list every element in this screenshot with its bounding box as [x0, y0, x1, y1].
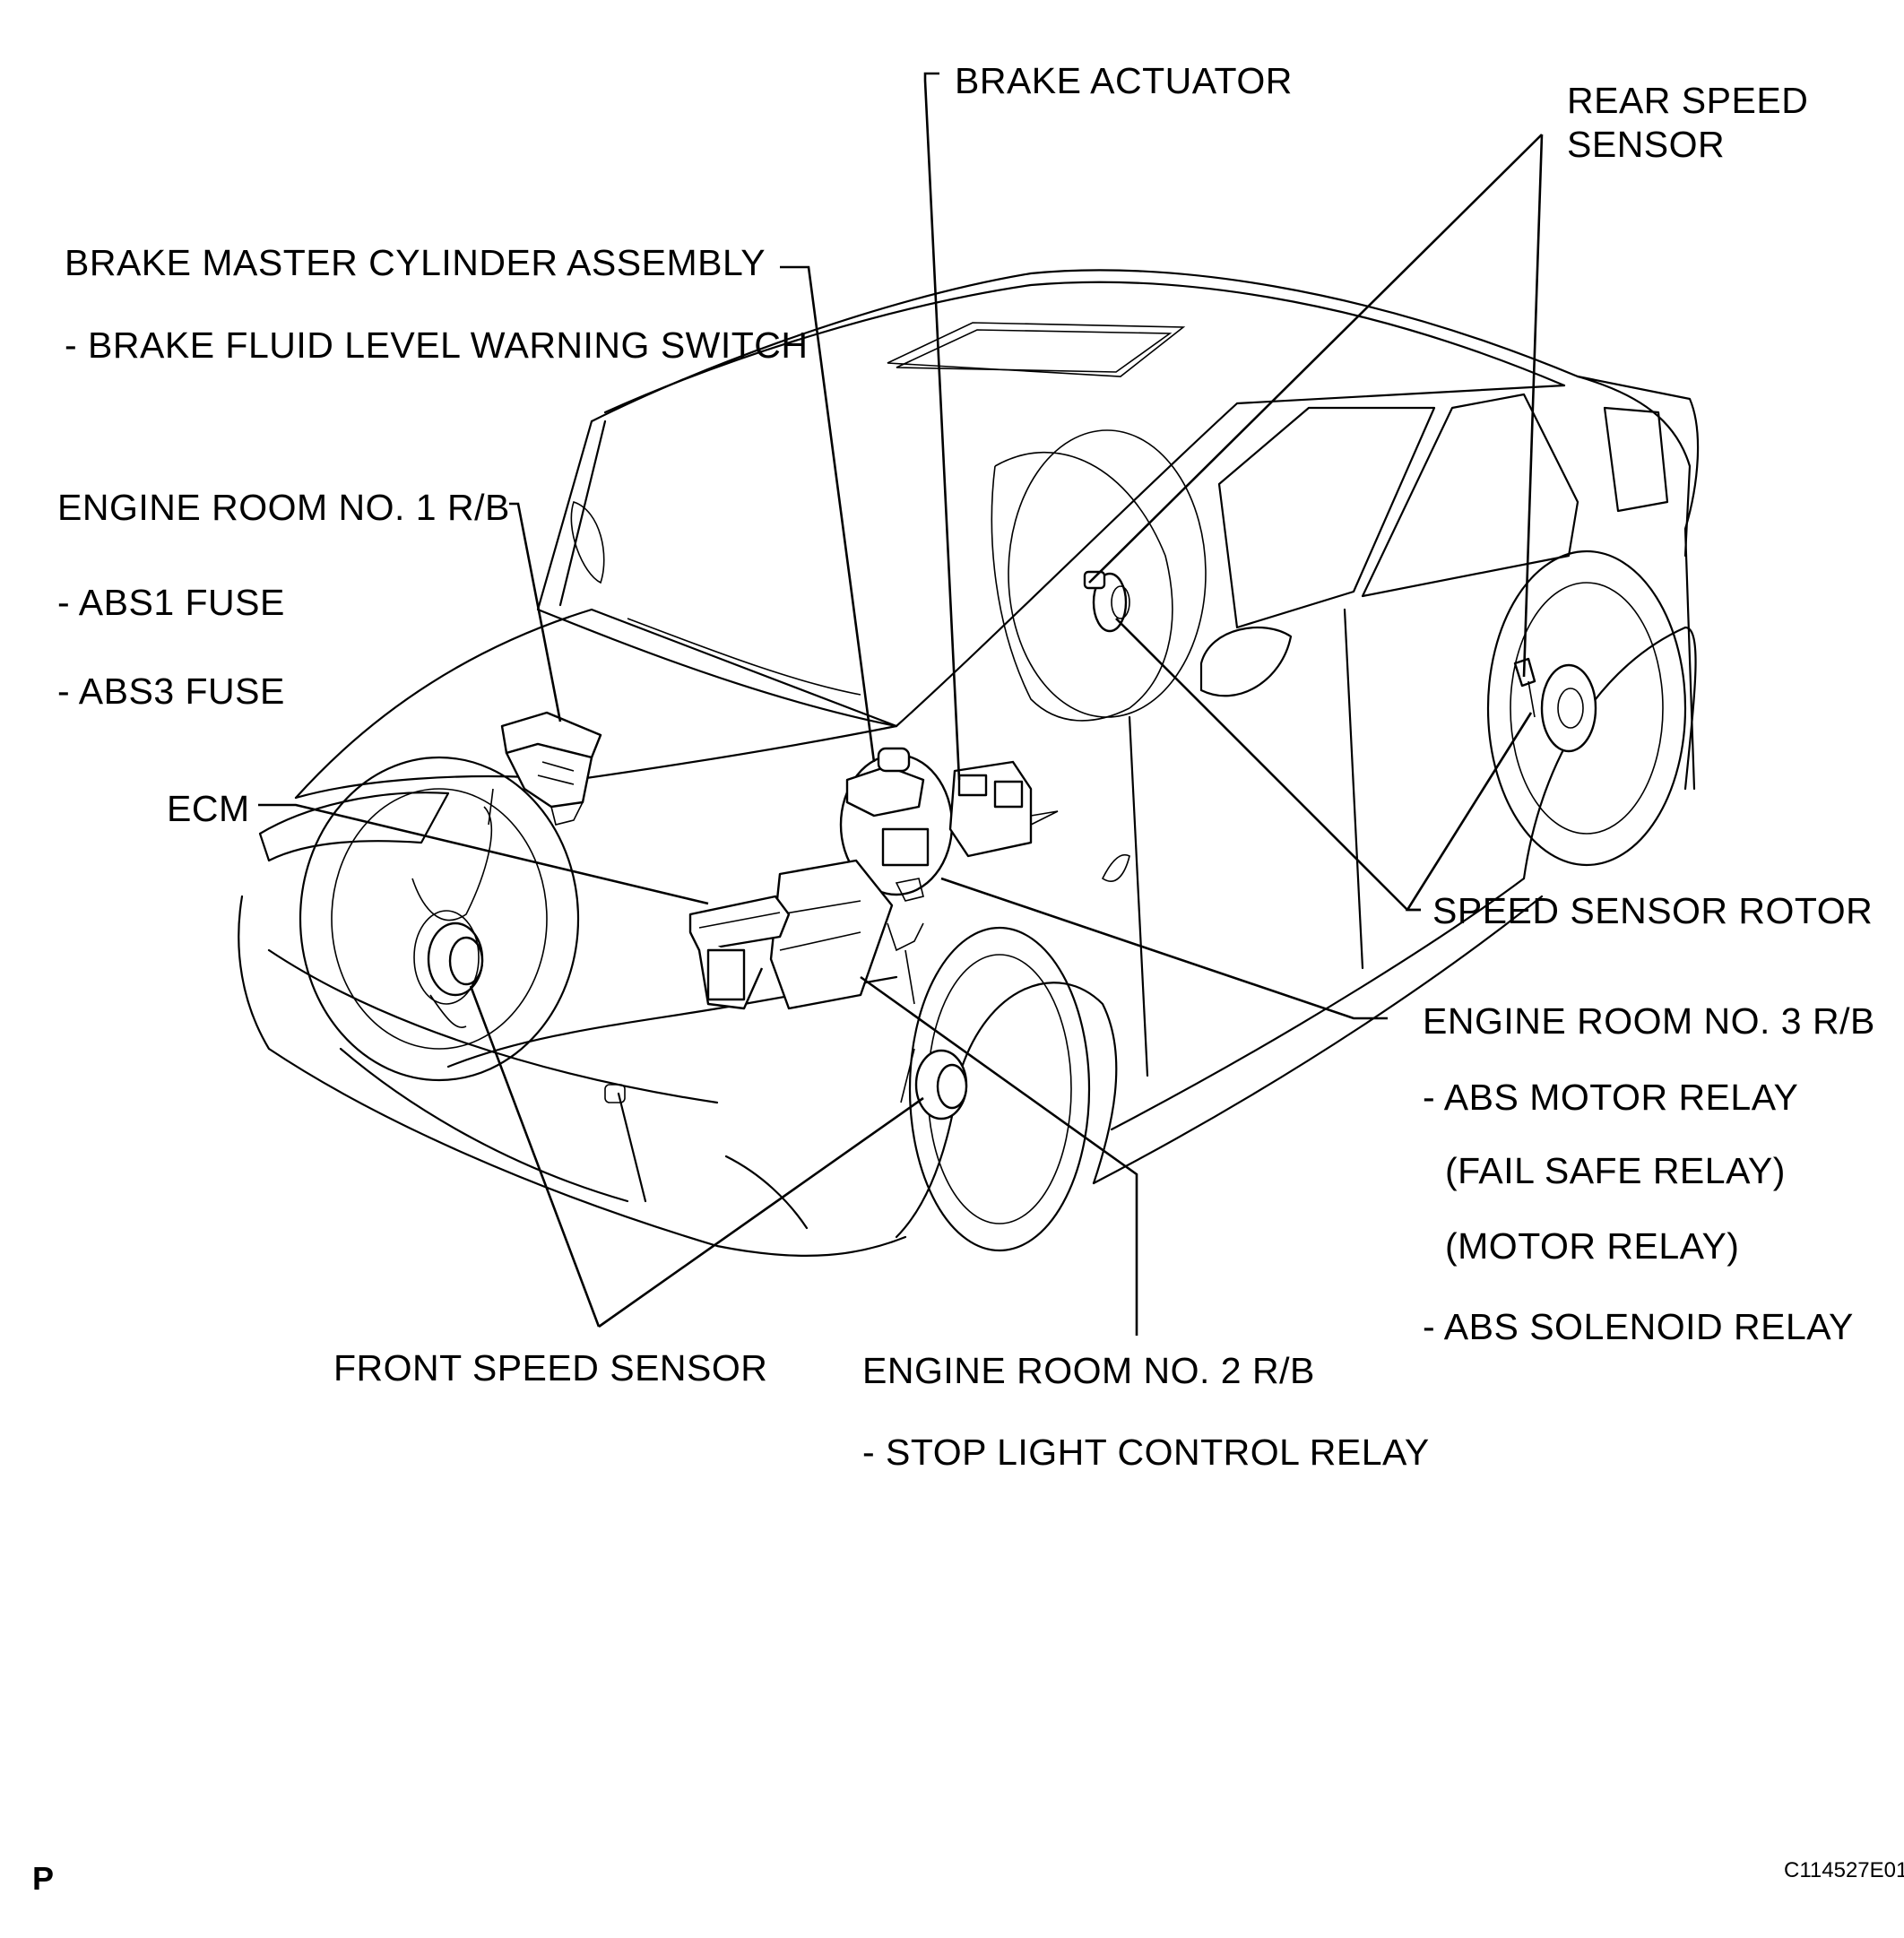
engine-room-no1-relay-block: [500, 711, 602, 826]
label-stop-light-relay: - STOP LIGHT CONTROL RELAY: [862, 1432, 1430, 1473]
label-motor-relay: (MOTOR RELAY): [1445, 1225, 1739, 1267]
label-brake-actuator: BRAKE ACTUATOR: [955, 60, 1293, 101]
label-front-speed-sensor: FRONT SPEED SENSOR: [333, 1347, 767, 1389]
label-abs-solenoid-relay: - ABS SOLENOID RELAY: [1423, 1306, 1854, 1347]
rear-left-wheel-ghost: [1008, 429, 1207, 718]
label-ecm: ECM: [167, 788, 250, 829]
rear-left-speed-sensor: [1083, 570, 1130, 633]
label-rear-speed-sensor-line1: REAR SPEED: [1567, 80, 1808, 121]
front-left-wheel: [299, 756, 580, 1082]
label-abs-motor-relay: - ABS MOTOR RELAY: [1423, 1077, 1798, 1118]
rear-right-wheel: [1486, 549, 1687, 867]
label-brake-fluid-level-switch: - BRAKE FLUID LEVEL WARNING SWITCH: [65, 324, 809, 366]
engine-room-no2-relay-block-and-ecm: [688, 859, 924, 1010]
label-engine-room-no1-rb: ENGINE ROOM NO. 1 R/B: [57, 487, 510, 528]
front-right-speed-sensor: [900, 949, 968, 1120]
label-abs3-fuse: - ABS3 FUSE: [57, 671, 285, 712]
label-brake-master-cylinder: BRAKE MASTER CYLINDER ASSEMBLY: [65, 242, 766, 283]
front-left-speed-sensor: [411, 788, 494, 1028]
label-engine-room-no2-rb: ENGINE ROOM NO. 2 R/B: [862, 1350, 1315, 1391]
brake-master-cylinder-and-actuator: [839, 747, 1059, 896]
label-fail-safe-relay: (FAIL SAFE RELAY): [1445, 1150, 1786, 1191]
page-mark: P: [32, 1860, 54, 1897]
figure-code: C114527E01: [1784, 1858, 1904, 1882]
leader-lines: [258, 72, 1544, 1336]
label-engine-room-no3-rb: ENGINE ROOM NO. 3 R/B: [1423, 1000, 1875, 1042]
label-abs1-fuse: - ABS1 FUSE: [57, 582, 285, 623]
label-speed-sensor-rotor: SPEED SENSOR ROTOR: [1432, 890, 1873, 931]
label-rear-speed-sensor-line2: SENSOR: [1567, 124, 1725, 165]
callout-labels: BRAKE ACTUATOR REAR SPEED SENSOR BRAKE M…: [57, 60, 1875, 1473]
